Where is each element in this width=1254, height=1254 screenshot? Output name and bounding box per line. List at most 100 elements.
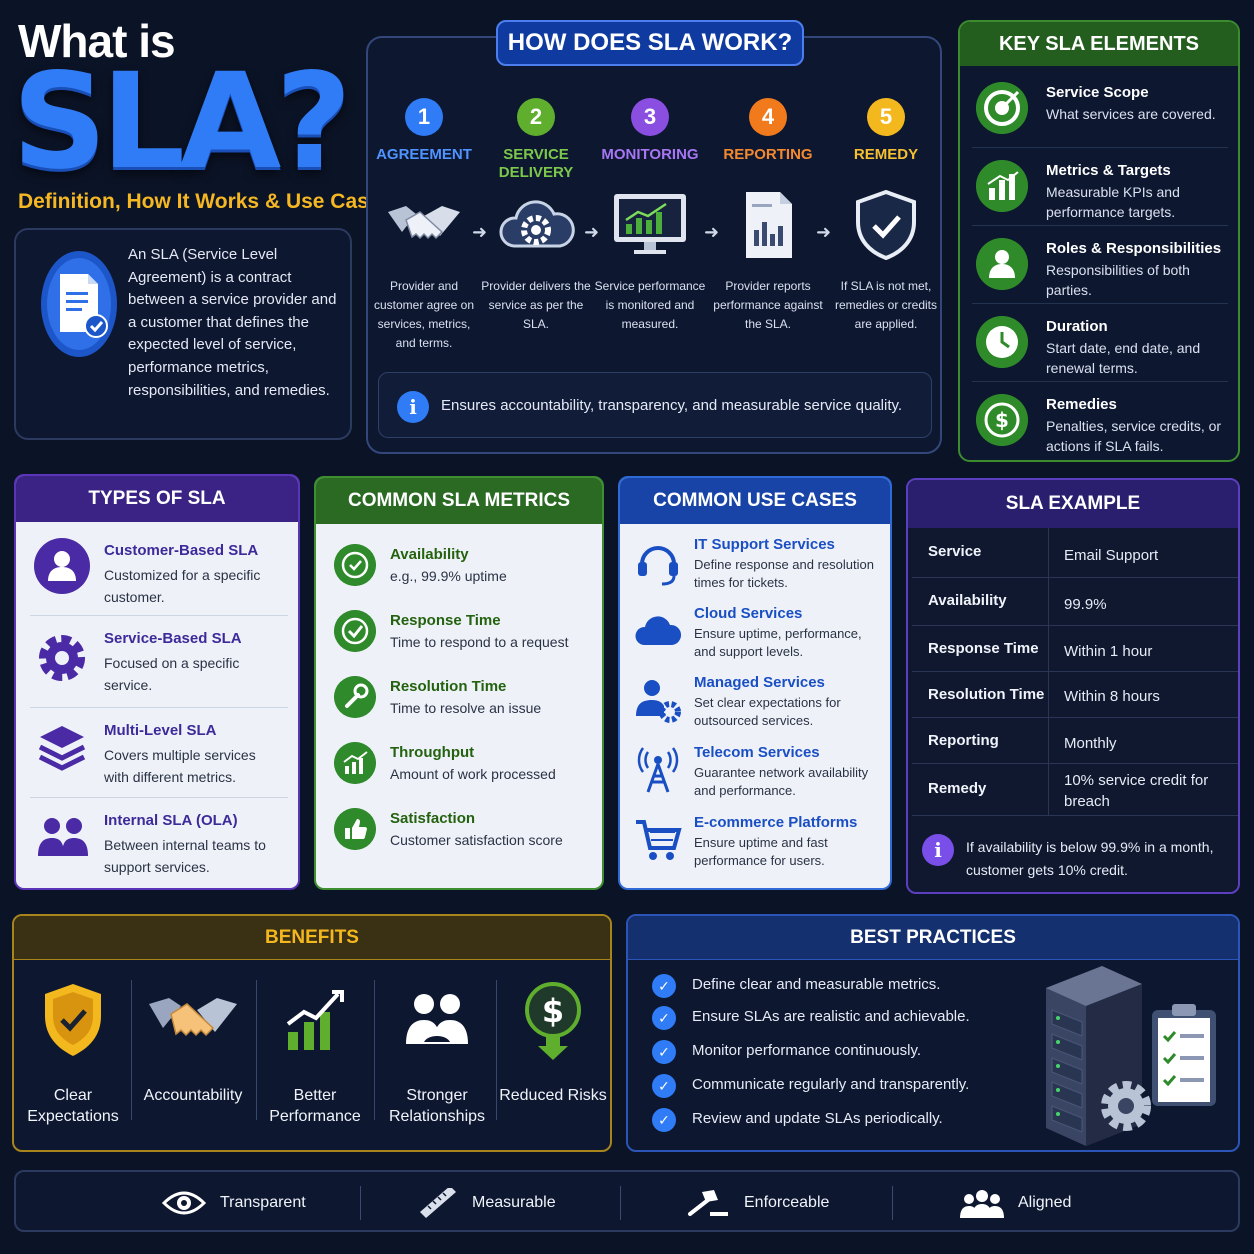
sla-example-row: Reporting Monthly [912,718,1238,764]
arrow-right-icon: ➜ [704,222,720,242]
use-case-title: E-commerce Platforms [694,814,858,831]
people-icon [406,994,468,1044]
type-customer-based: Customer-Based SLA Customized for a spec… [30,534,288,616]
dollar-icon: $ [976,394,1028,446]
eye-icon [162,1191,206,1215]
type-desc: Between internal teams to support servic… [104,837,266,875]
growth-chart-icon [286,990,344,1050]
benefit-better-performance: Better Performance [256,980,374,1127]
step-description: Provider and customer agree on services,… [373,279,475,350]
benefit-reduced-risks: $ Reduced Risks [494,980,610,1106]
hero-title-small: What is [18,15,176,67]
antenna-icon [637,747,679,793]
arrow-right-icon: ➜ [816,222,832,242]
team-icon [38,818,88,856]
benefit-label: Better Performance [269,1087,361,1125]
key-element-metrics-targets: Metrics & Targets Measurable KPIs and pe… [972,150,1228,226]
benefit-stronger-relationships: Stronger Relationships [378,980,496,1127]
benefit-label: Clear Expectations [27,1087,119,1125]
use-case-desc: Guarantee network availability and perfo… [694,765,869,798]
sla-example-row: Response Time Within 1 hour [912,626,1238,672]
use-case-title: Cloud Services [694,605,803,622]
shield-check-icon [856,189,916,261]
types-of-sla-panel: TYPES OF SLA Customer-Based SLA Customiz… [14,474,300,890]
sla-example-row: Remedy 10% service credit for breach [912,764,1238,816]
types-of-sla-title: TYPES OF SLA [16,476,298,522]
key-element-duration: Duration Start date, end date, and renew… [972,306,1228,382]
arrow-right-icon: ➜ [584,222,600,242]
best-practice-text: Define clear and measurable metrics. [692,976,941,993]
type-title: Multi-Level SLA [104,722,217,739]
type-title: Customer-Based SLA [104,542,259,559]
report-icon [746,192,792,258]
sla-example-key: Resolution Time [928,686,1045,703]
user-icon [976,238,1028,290]
shield-check-icon [45,984,101,1056]
benefits-panel: BENEFITS Clear Expectations Accountabili… [12,914,612,1152]
best-practices-title: BEST PRACTICES [628,916,1238,960]
step-description: Provider reports performance against the… [713,279,823,331]
hero-subtitle: Definition, How It Works & Use Cases [18,190,393,213]
handshake-icon [388,206,460,240]
metric-title: Resolution Time [390,678,507,695]
benefit-label: Reduced Risks [499,1087,607,1104]
sla-example-panel: SLA EXAMPLE Service Email Support Availa… [906,478,1240,894]
sla-example-row: Availability 99.9% [912,578,1238,626]
bar-chart-icon [976,160,1028,212]
how-note: i Ensures accountability, transparency, … [378,372,932,438]
benefit-divider [374,980,375,1120]
key-element-title: Duration [1046,318,1108,335]
key-element-desc: Penalties, service credits, or actions i… [1046,418,1222,454]
sla-example-value: Within 8 hours [1064,688,1160,705]
best-practice-text: Ensure SLAs are realistic and achievable… [692,1008,970,1025]
type-desc: Focused on a specific service. [104,655,240,693]
best-practice-text: Communicate regularly and transparently. [692,1076,970,1093]
key-element-desc: Responsibilities of both parties. [1046,262,1190,298]
key-sla-elements-panel: KEY SLA ELEMENTS Service Scope What serv… [958,20,1240,462]
type-service-based: Service-Based SLA Focused on a specific … [30,618,288,708]
person-icon [34,538,90,594]
key-element-title: Remedies [1046,396,1117,413]
headset-icon [638,546,678,586]
benefit-label: Stronger Relationships [388,1087,486,1125]
step-label: REMEDY [853,146,919,163]
growth-chart-icon [334,742,376,784]
sla-example-value: Monthly [1064,735,1117,752]
best-practice-text: Monitor performance continuously. [692,1042,921,1059]
metric-desc: Amount of work processed [390,766,556,782]
step-description: Service performance is monitored and mea… [594,279,706,331]
check-circle-icon [334,610,376,652]
sla-example-value: 99.9% [1064,596,1107,613]
document-check-icon [41,251,117,357]
svg-text:$: $ [995,408,1009,432]
sla-example-value: Within 1 hour [1064,643,1153,660]
step-monitoring: 3 MONITORING Service performance is moni… [594,98,706,334]
type-desc: Covers multiple services with different … [104,747,256,785]
best-practice-text: Review and update SLAs periodically. [692,1110,943,1127]
sla-example-row: Resolution Time Within 8 hours [912,672,1238,718]
key-element-title: Metrics & Targets [1046,162,1171,179]
row-divider [1048,528,1049,577]
footer-divider [892,1186,893,1220]
definition-text: An SLA (Service Level Agreement) is a co… [128,246,337,399]
metric-desc: Time to respond to a request [390,634,569,650]
footer-bar: Transparent Measurable Enforceable [14,1170,1240,1232]
handshake-icon [149,998,237,1037]
cart-icon [636,820,682,860]
wrench-icon [334,676,376,718]
cloud-icon [635,616,682,645]
metric-desc: Customer satisfaction score [390,832,563,848]
row-divider [1048,578,1049,625]
use-case-desc: Ensure uptime and fast performance for u… [694,835,828,868]
common-use-cases-title: COMMON USE CASES [620,478,890,524]
user-gear-icon [636,680,681,723]
use-case-desc: Set clear expectations for outsourced se… [694,695,841,728]
target-icon [976,82,1028,134]
check-icon: ✓ [652,1006,676,1030]
step-number: 2 [517,98,555,136]
key-sla-elements-title: KEY SLA ELEMENTS [960,22,1238,66]
footer-label: Enforceable [744,1194,830,1211]
use-case-desc: Ensure uptime, performance, and support … [694,626,862,659]
info-icon: i [397,391,429,423]
arrow-right-icon: ➜ [472,222,488,242]
